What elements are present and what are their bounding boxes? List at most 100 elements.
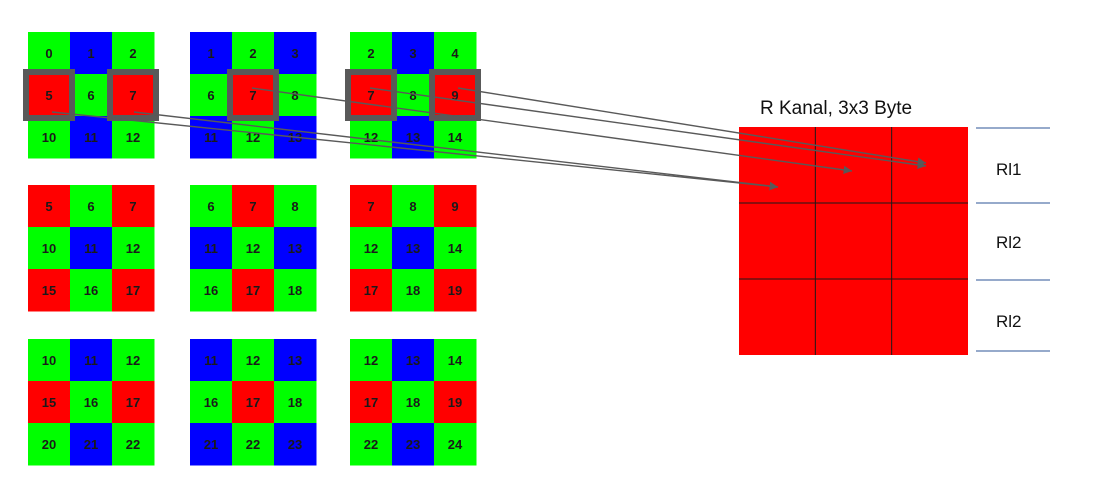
mosaic-cell [232,185,275,228]
mosaic-cell [232,227,275,270]
mosaic-cell [232,32,275,75]
cell-number: 9 [451,88,458,103]
mosaic-cell [70,381,113,424]
mosaic-cell [350,269,393,312]
cell-number: 0 [45,46,52,61]
r-channel-panel: R Kanal, 3x3 Byte Rl1 Rl2 Rl2 [739,98,1050,355]
cell-number: 13 [288,353,302,368]
mosaic-cell [28,269,71,312]
mosaic-cell [350,423,393,466]
r-channel-grid [739,127,968,355]
mosaic-cell [434,339,477,382]
mosaic-cell [28,185,71,228]
mosaic-block: 123678111213 [190,32,317,159]
mosaic-cell [232,423,275,466]
mosaic-cell [232,116,275,159]
cell-number: 17 [126,395,140,410]
cell-number: 1 [207,46,214,61]
cell-number: 6 [207,199,214,214]
cell-number: 13 [406,353,420,368]
mapping-arrow [457,87,927,166]
cell-number: 17 [364,395,378,410]
cell-number: 12 [126,241,140,256]
mosaic-cell [232,339,275,382]
r-channel-gridlines [739,127,968,355]
r-channel-title: R Kanal, 3x3 Byte [760,98,912,119]
cell-number: 18 [288,395,302,410]
mosaic-cell [190,32,233,75]
cell-number: 12 [364,353,378,368]
cell-number: 22 [126,437,140,452]
cell-number: 19 [448,395,462,410]
mosaic-cell [350,32,393,75]
cell-number: 14 [448,241,463,256]
mosaic-cell [392,339,435,382]
cell-number: 18 [288,283,302,298]
cell-number: 15 [42,283,56,298]
mosaic-cell [274,381,317,424]
cell-number: 13 [288,241,302,256]
mosaic-cell [112,423,155,466]
cell-number: 11 [204,353,218,368]
cell-number: 16 [84,283,98,298]
mapping-arrow [251,87,853,175]
cell-number: 23 [406,437,420,452]
cell-number: 20 [42,437,56,452]
highlight-frame [345,69,397,121]
mosaic-cell [112,74,155,117]
cell-number: 11 [84,130,98,145]
cell-number: 11 [84,241,98,256]
mosaic-cell [392,32,435,75]
mapping-arrow [369,87,927,169]
mosaic-cell [28,74,71,117]
mosaic-cell [392,269,435,312]
mosaic-cell [112,339,155,382]
cell-number: 10 [42,353,56,368]
mosaic-cell [112,185,155,228]
mosaic-cell [70,339,113,382]
cell-number: 12 [364,130,378,145]
mosaic-cell [274,269,317,312]
mosaic-cell [350,74,393,117]
highlight-frame [227,69,279,121]
cell-number: 12 [126,353,140,368]
mosaic-cell [434,185,477,228]
cell-number: 12 [364,241,378,256]
row-dividers [976,127,1050,352]
mosaic-cell [70,269,113,312]
cell-number: 23 [288,437,302,452]
cell-number: 19 [448,283,462,298]
mosaic-cell [28,116,71,159]
cell-number: 2 [129,46,136,61]
cell-number: 7 [367,88,374,103]
mosaic-cell [434,32,477,75]
cell-number: 4 [451,46,459,61]
cell-number: 21 [204,437,218,452]
cell-number: 11 [204,241,218,256]
highlight-frame [429,69,481,121]
mosaic-cell [28,423,71,466]
cell-number: 9 [451,199,458,214]
mosaic-cell [232,269,275,312]
cell-number: 11 [84,353,98,368]
cell-number: 5 [45,199,52,214]
mosaic-cell [434,74,477,117]
row-label-3: Rl2 [996,312,1022,331]
cell-number: 18 [406,283,420,298]
mapping-arrow [133,111,779,191]
mosaic-cell [112,269,155,312]
cell-number: 14 [448,130,463,145]
mosaic-cell [350,339,393,382]
mosaic-cell [70,32,113,75]
cell-number: 17 [246,395,260,410]
cell-number: 7 [249,199,256,214]
mosaic-cell [350,227,393,270]
mosaic-cell [350,116,393,159]
